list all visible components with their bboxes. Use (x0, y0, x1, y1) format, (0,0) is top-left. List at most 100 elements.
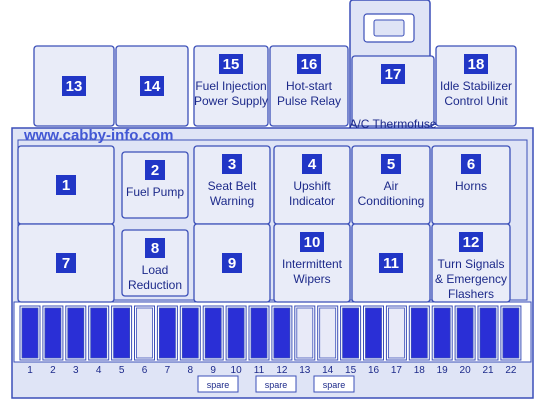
relay-label: Wipers (293, 272, 330, 286)
fuse-number: 17 (391, 365, 403, 376)
relay-number-badge (222, 253, 242, 273)
fuse-number: 1 (27, 365, 33, 376)
fuse-20: 20 (454, 305, 476, 376)
fuse-21: 21 (477, 305, 499, 376)
relay-number-badge (140, 76, 164, 96)
relay-slot-9: 9 (193, 223, 271, 303)
fuse-15: 15 (340, 305, 362, 376)
fuse-number: 6 (142, 365, 148, 376)
relay-number-badge (145, 238, 165, 258)
relay-number: 7 (62, 255, 70, 272)
relay-number-badge (379, 253, 403, 273)
fuse-4: 4 (88, 305, 110, 376)
relay-number-badge (56, 253, 76, 273)
fuse-number: 22 (505, 365, 517, 376)
spare-label: spare (323, 380, 346, 390)
relay-label: Intermittent (282, 257, 343, 271)
fuse-1: 1 (19, 305, 41, 376)
relay-number: 3 (228, 156, 236, 173)
relay-slot-7: 7 (17, 223, 115, 303)
relay-number-badge (297, 54, 321, 74)
relay-number-badge (300, 232, 324, 252)
relay-number: 12 (463, 234, 480, 251)
fuse-number: 13 (299, 365, 311, 376)
spare-label: spare (207, 380, 230, 390)
relay-label: A/C Thermofuse (349, 117, 436, 131)
relay-label: Flashers (448, 287, 494, 301)
fuse-number: 18 (414, 365, 426, 376)
fuse-body (227, 307, 245, 359)
relay-label: Seat Belt (208, 179, 257, 193)
fuse-number: 15 (345, 365, 357, 376)
relay-number-badge (302, 154, 322, 174)
fuse-body (44, 307, 62, 359)
fuse-number: 16 (368, 365, 380, 376)
relay-label: Horns (455, 179, 487, 193)
relay-label: Load (142, 263, 169, 277)
relay-number-badge (381, 154, 401, 174)
fuse-body (502, 307, 520, 359)
fuse-number: 7 (165, 365, 171, 376)
relay-number: 14 (144, 78, 161, 95)
fuse-body (387, 307, 405, 359)
fuse-10: 10 (225, 305, 247, 376)
relay-number: 8 (151, 240, 159, 257)
spare-fuse-slot: spare (255, 375, 297, 393)
relay-number-badge (381, 64, 405, 84)
relay-number-badge (219, 54, 243, 74)
fuse-body (342, 307, 360, 359)
relay-label: Power Supply (194, 94, 268, 108)
relay-number: 5 (387, 156, 395, 173)
relay-slot-17: 17A/C Thermofuse (349, 55, 437, 131)
fuse-18: 18 (408, 305, 430, 376)
fuse-body (479, 307, 497, 359)
relay-label: Reduction (128, 278, 182, 292)
fuse-number: 9 (210, 365, 216, 376)
fuse-number: 11 (254, 365, 265, 376)
fuse-number: 20 (460, 365, 472, 376)
fuse-number: 14 (322, 365, 334, 376)
watermark-text: www.cabby-info.com (23, 127, 173, 144)
fuse-body (273, 307, 291, 359)
relay-number-badge (56, 175, 76, 195)
fuse-body (365, 307, 382, 359)
relay-label: Indicator (289, 194, 335, 208)
relay-label: Idle Stabilizer (440, 79, 512, 93)
fuse-body (250, 307, 268, 359)
relay-number: 11 (383, 255, 399, 272)
fuse-body (158, 307, 176, 359)
spare-label: spare (265, 380, 288, 390)
relay-number: 10 (304, 234, 321, 251)
fuse-body (410, 307, 428, 359)
relay-number: 16 (301, 56, 318, 73)
relay-number-badge (459, 232, 483, 252)
relay-label: Air (384, 179, 399, 193)
relay-label: Upshift (293, 179, 331, 193)
fuse-13: 13 (294, 305, 316, 376)
relay-number: 4 (308, 156, 317, 173)
relay-number: 9 (228, 255, 236, 272)
relay-number-badge (464, 54, 488, 74)
relay-number: 1 (62, 177, 70, 194)
fuse-number: 2 (50, 365, 56, 376)
fuse-19: 19 (431, 305, 453, 376)
fuse-body (319, 307, 337, 359)
fuse-number: 5 (119, 365, 125, 376)
fuse-3: 3 (65, 305, 87, 376)
relay-slot-1: 1 (17, 145, 115, 225)
fuse-6: 6 (134, 305, 155, 376)
relay-number: 6 (467, 156, 475, 173)
relay-label: & Emergency (435, 272, 507, 286)
fuse-body (21, 307, 39, 359)
relay-label: Warning (210, 194, 254, 208)
